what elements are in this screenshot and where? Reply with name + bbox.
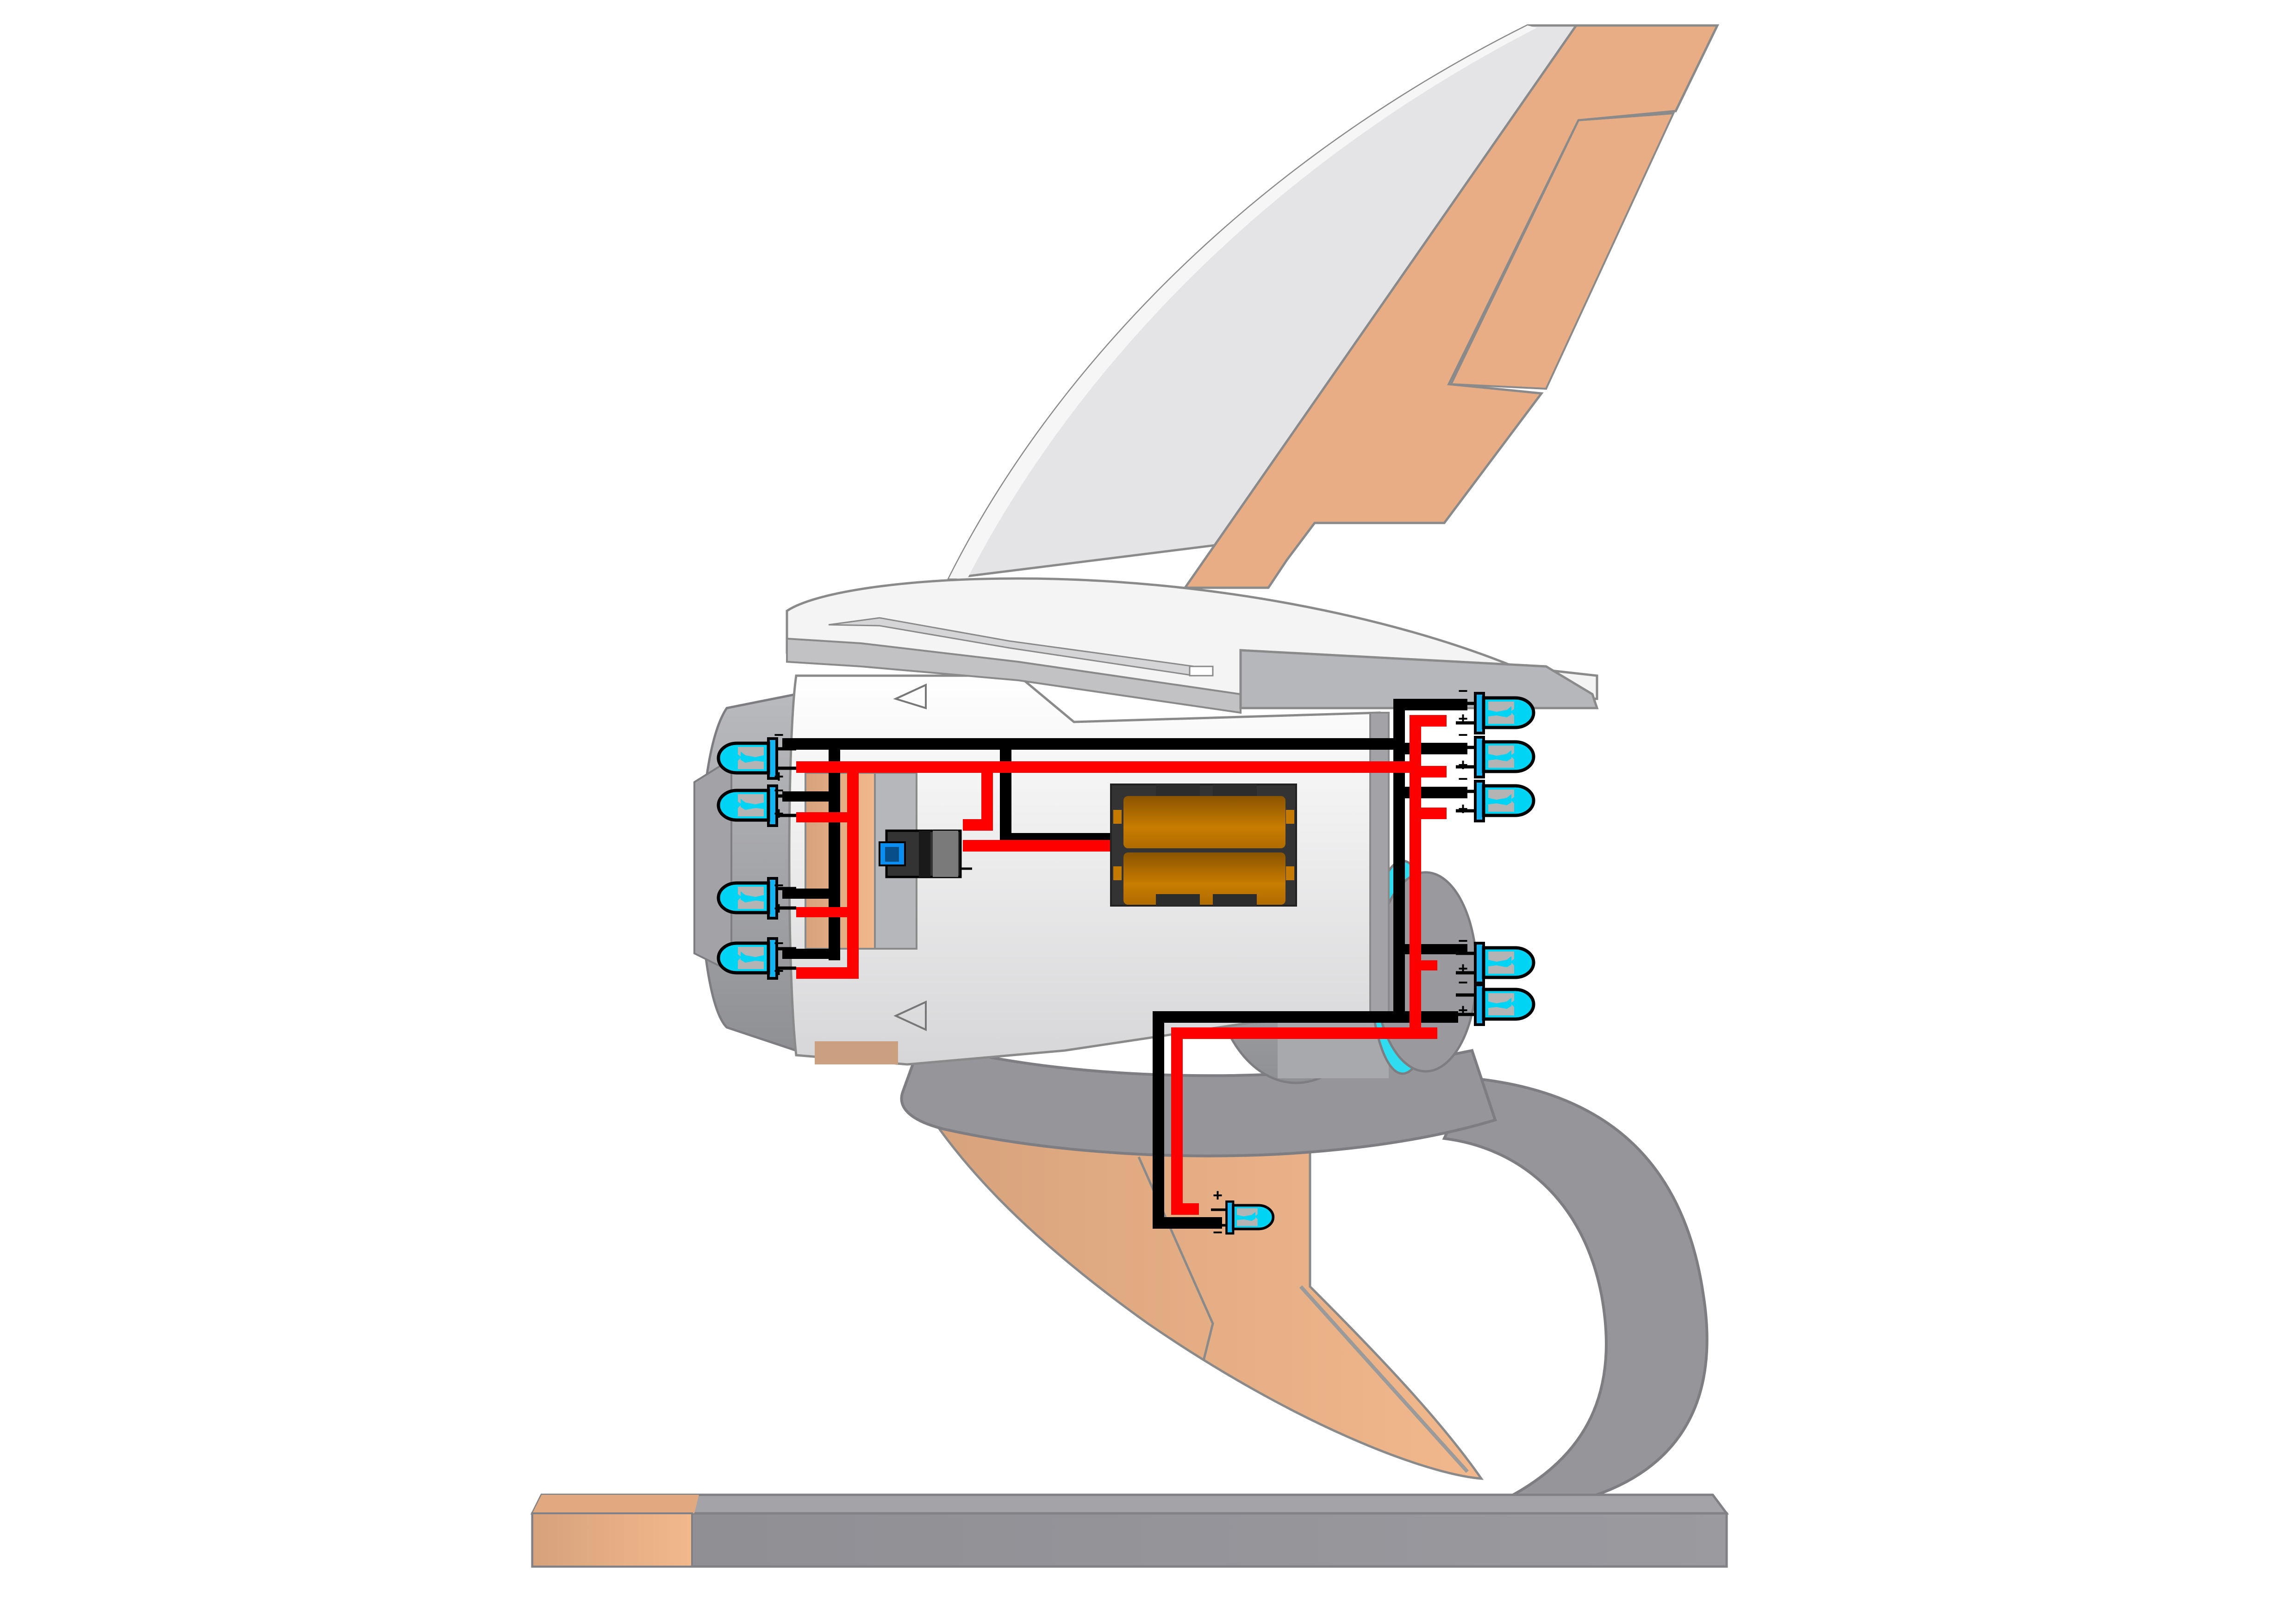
svg-text:+: +	[1458, 709, 1468, 728]
svg-text:−: −	[1458, 769, 1468, 788]
base-accent-top	[532, 1495, 699, 1513]
base-front	[531, 1512, 1728, 1568]
svg-text:−: −	[1458, 973, 1468, 992]
svg-text:+: +	[774, 961, 784, 980]
svg-text:−: −	[774, 876, 784, 895]
stand	[530, 1076, 1729, 1568]
svg-text:−: −	[774, 781, 784, 800]
svg-text:−: −	[1458, 681, 1468, 700]
stand-arc	[1442, 1076, 1709, 1505]
svg-text:+: +	[774, 804, 784, 823]
base-top	[530, 1493, 1729, 1515]
battery-holder	[1110, 784, 1297, 907]
svg-text:+: +	[774, 899, 784, 918]
top-canopy	[786, 577, 1599, 714]
battery-cell-1	[1123, 796, 1285, 848]
svg-text:−: −	[1458, 725, 1468, 744]
svg-text:+: +	[1213, 1186, 1223, 1205]
svg-text:+: +	[1458, 959, 1468, 978]
negative-wires	[782, 699, 1467, 1229]
battery-cell-2	[1123, 852, 1285, 905]
svg-text:+: +	[774, 767, 784, 786]
svg-text:+: +	[1458, 799, 1468, 818]
base-accent-front	[531, 1512, 693, 1567]
svg-text:−: −	[774, 725, 784, 744]
svg-text:−: −	[1213, 1223, 1223, 1242]
rear-plate	[1239, 649, 1599, 709]
positive-wires	[796, 715, 1447, 1215]
polarity-markers: −+ −+ −+ −+ −+ −+ −+ −+ −+ +−	[774, 681, 1468, 1242]
svg-text:−: −	[1458, 931, 1468, 950]
svg-text:+: +	[1458, 1001, 1468, 1020]
upper-fin	[947, 24, 1719, 589]
svg-text:−: −	[774, 933, 784, 952]
svg-text:+: +	[1458, 755, 1468, 774]
slide-switch	[879, 829, 972, 878]
lower-fin	[910, 1086, 1484, 1480]
